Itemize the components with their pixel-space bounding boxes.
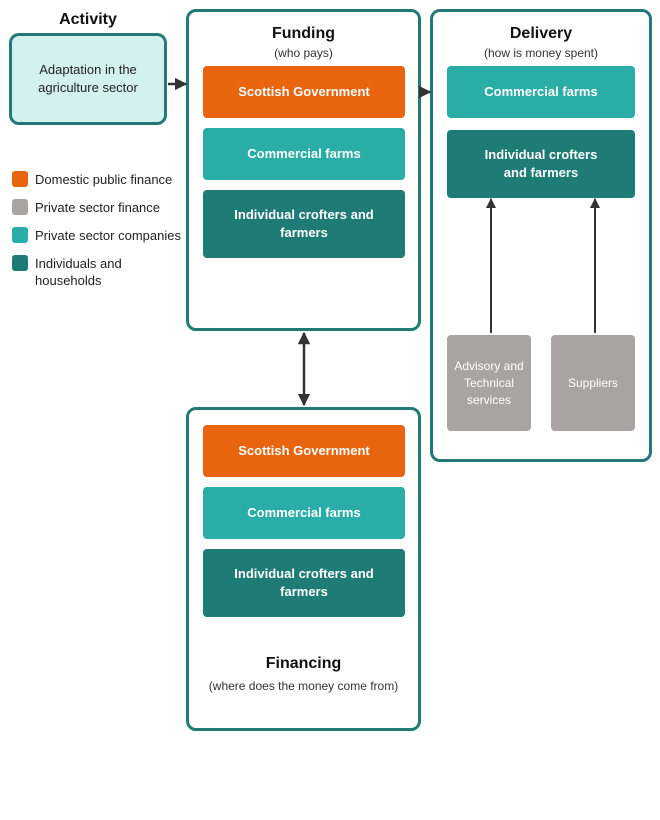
box-label: Commercial farms [247, 505, 361, 520]
delivery-panel: Delivery (how is money spent) Commercial… [430, 9, 652, 462]
legend-item-private-sector-finance: Private sector finance [12, 199, 185, 216]
delivery-subtitle: (how is money spent) [483, 46, 599, 60]
box-label: Individual crofters and farmers [234, 566, 374, 599]
activity-box: Adaptation in the agriculture sector [9, 33, 167, 125]
delivery-box-individual-crofters: Individual crofters and farmers [447, 130, 635, 198]
delivery-box-commercial-farms: Commercial farms [447, 66, 635, 118]
box-label: Commercial farms [247, 146, 361, 161]
financing-box-individual-crofters: Individual crofters and farmers [203, 549, 405, 617]
box-label: Individual crofters and farmers [234, 207, 374, 240]
legend-item-private-sector-companies: Private sector companies [12, 227, 185, 244]
funding-box-scottish-government: Scottish Government [203, 66, 405, 118]
legend-swatch [12, 255, 28, 271]
delivery-title: Delivery [509, 25, 573, 42]
delivery-box-advisory-technical: Advisory and Technical services [447, 335, 531, 431]
financing-box-scottish-government: Scottish Government [203, 425, 405, 477]
legend-label: Individuals and households [35, 256, 122, 288]
activity-text: Adaptation in the agriculture sector [38, 62, 138, 95]
financing-title: Financing [265, 655, 342, 672]
funding-panel: Funding (who pays) Scottish Government C… [186, 9, 421, 331]
box-label: Scottish Government [238, 84, 370, 99]
legend-swatch [12, 199, 28, 215]
box-label: Advisory and Technical services [454, 358, 524, 407]
box-label: Commercial farms [484, 84, 598, 99]
legend-label: Private sector companies [35, 228, 181, 243]
financing-subtitle: (where does the money come from) [208, 679, 399, 693]
legend-item-individuals-and-households: Individuals and households [12, 255, 130, 289]
box-label: Suppliers [567, 375, 619, 390]
legend-label: Private sector finance [35, 200, 161, 215]
activity-title: Activity [59, 11, 117, 28]
funding-title: Funding [271, 25, 336, 42]
funding-box-commercial-farms: Commercial farms [203, 128, 405, 180]
funding-subtitle: (who pays) [274, 46, 333, 60]
legend-label: Domestic public finance [35, 172, 173, 187]
funding-box-individual-crofters: Individual crofters and farmers [203, 190, 405, 258]
legend-swatch [12, 227, 28, 243]
box-label: Scottish Government [238, 443, 370, 458]
financing-panel: Scottish Government Commercial farms Ind… [186, 407, 421, 731]
financing-box-commercial-farms: Commercial farms [203, 487, 405, 539]
legend-swatch [12, 171, 28, 187]
box-label: Individual crofters and farmers [484, 147, 598, 180]
legend-item-domestic-public-finance: Domestic public finance [12, 171, 185, 188]
delivery-box-suppliers: Suppliers [551, 335, 635, 431]
